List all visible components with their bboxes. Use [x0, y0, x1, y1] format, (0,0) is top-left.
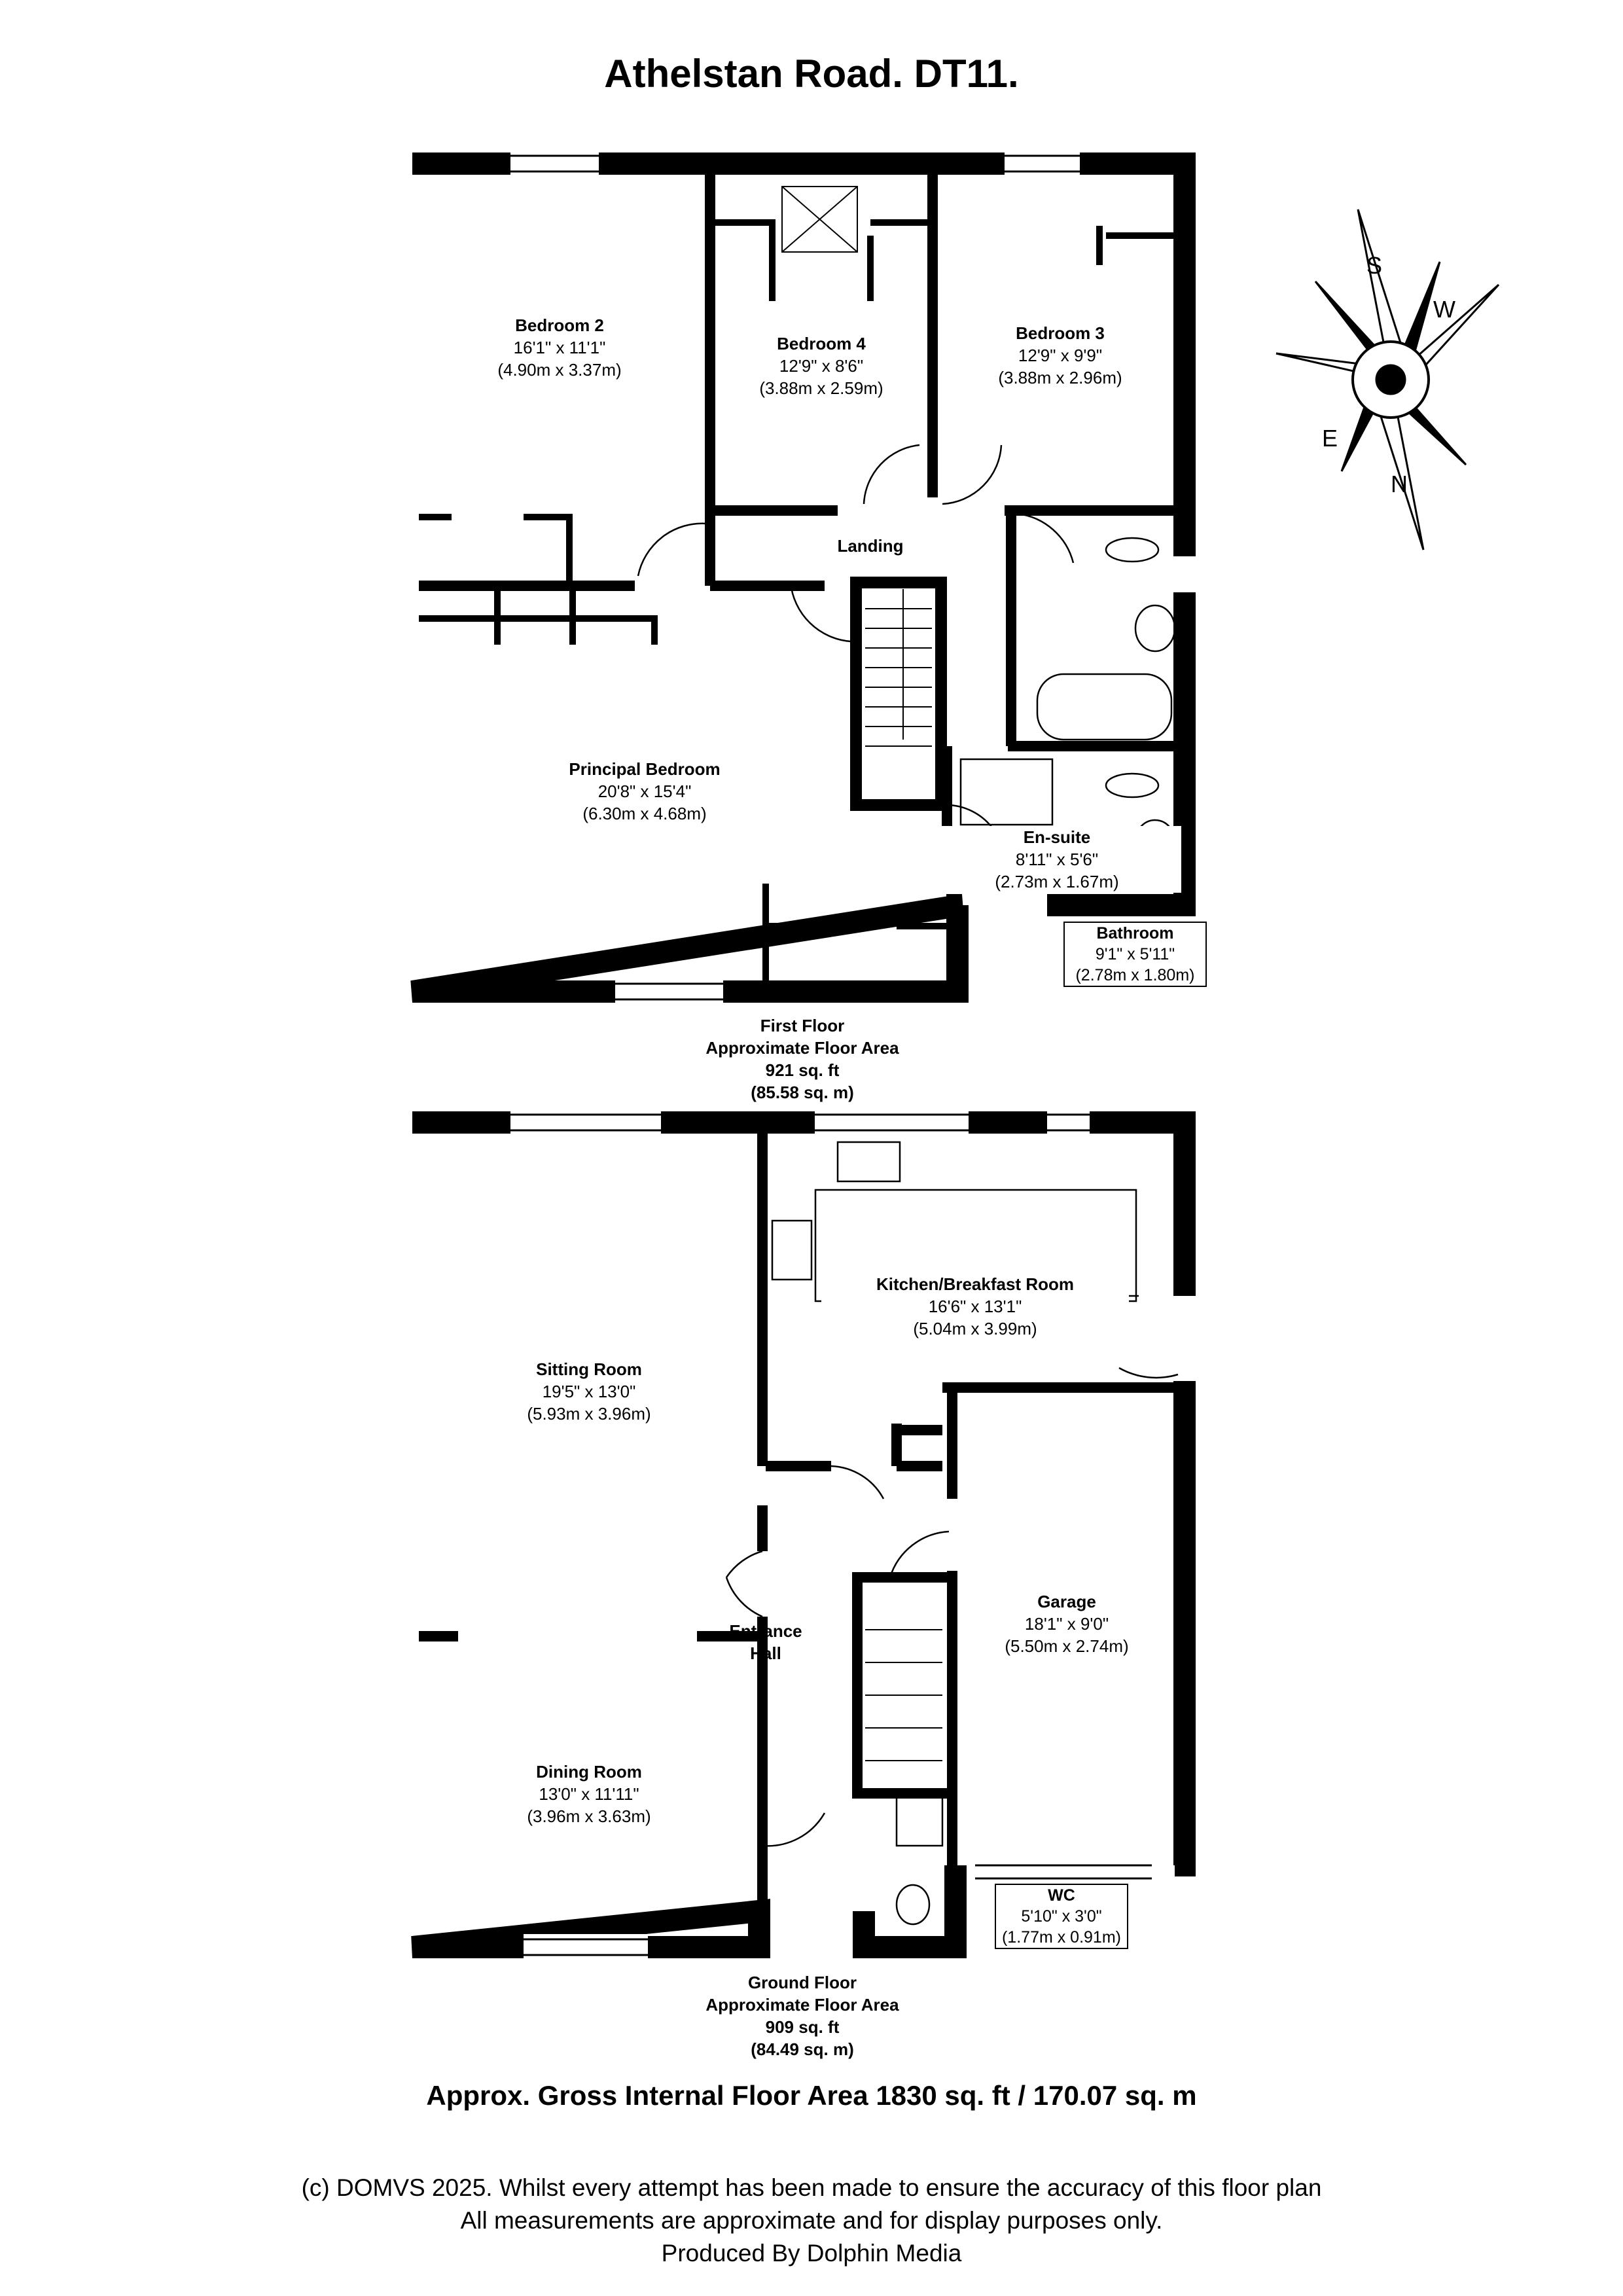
- ground-floor-area: Ground Floor Approximate Floor Area 909 …: [705, 1973, 899, 2059]
- room-label-bedroom-4: Bedroom 4 12'9" x 8'6" (3.88m x 2.59m): [759, 334, 883, 398]
- room-label-bedroom-3: Bedroom 3 12'9" x 9'9" (3.88m x 2.96m): [998, 323, 1122, 387]
- page-title: Athelstan Road. DT11.: [604, 52, 1019, 96]
- compass-rose: [1275, 209, 1500, 550]
- room-label-en-suite: En-suite 8'11" x 5'6" (2.73m x 1.67m): [933, 826, 1181, 893]
- compass-letter-n: N: [1391, 471, 1408, 497]
- room-label-bathroom: Bathroom 9'1" x 5'11" (2.78m x 1.80m): [1063, 922, 1207, 987]
- compass-letter-w: W: [1433, 296, 1455, 323]
- compass-letter-e: E: [1322, 425, 1338, 452]
- ground-floor-outer-wall: [411, 1111, 1196, 1958]
- room-label-wc: WC 5'10" x 3'0" (1.77m x 0.91m): [995, 1884, 1128, 1949]
- footer-disclaimer: (c) DOMVS 2025. Whilst every attempt has…: [0, 2172, 1623, 2270]
- first-floor-plan: [410, 151, 1198, 1005]
- ground-floor-plan: [411, 1109, 1196, 1960]
- room-label-entrance-hall: Entrance Hall: [729, 1621, 802, 1663]
- footer-line-producer: Produced By Dolphin Media: [661, 2240, 962, 2267]
- room-label-sitting-room: Sitting Room 19'5" x 13'0" (5.93m x 3.96…: [527, 1359, 651, 1424]
- room-label-principal-bedroom: Principal Bedroom 20'8" x 15'4" (6.30m x…: [569, 759, 721, 823]
- room-label-bedroom-2: Bedroom 2 16'1" x 11'1" (4.90m x 3.37m): [497, 315, 622, 380]
- footer-line-copyright: (c) DOMVS 2025. Whilst every attempt has…: [301, 2174, 1322, 2201]
- first-floor-area: First Floor Approximate Floor Area 921 s…: [705, 1016, 899, 1102]
- gross-internal-area: Approx. Gross Internal Floor Area 1830 s…: [426, 2080, 1197, 2111]
- compass-letter-s: S: [1366, 252, 1382, 279]
- room-label-landing: Landing: [837, 536, 904, 556]
- room-label-garage: Garage 18'1" x 9'0" (5.50m x 2.74m): [1005, 1592, 1129, 1656]
- footer-line-measurements: All measurements are approximate and for…: [460, 2207, 1163, 2234]
- first-floor-outer-wall: [410, 152, 1196, 1003]
- room-label-dining-room: Dining Room 13'0" x 11'11" (3.96m x 3.63…: [527, 1762, 651, 1826]
- room-label-kitchen-breakfast: Kitchen/Breakfast Room 16'6" x 13'1" (5.…: [821, 1273, 1129, 1340]
